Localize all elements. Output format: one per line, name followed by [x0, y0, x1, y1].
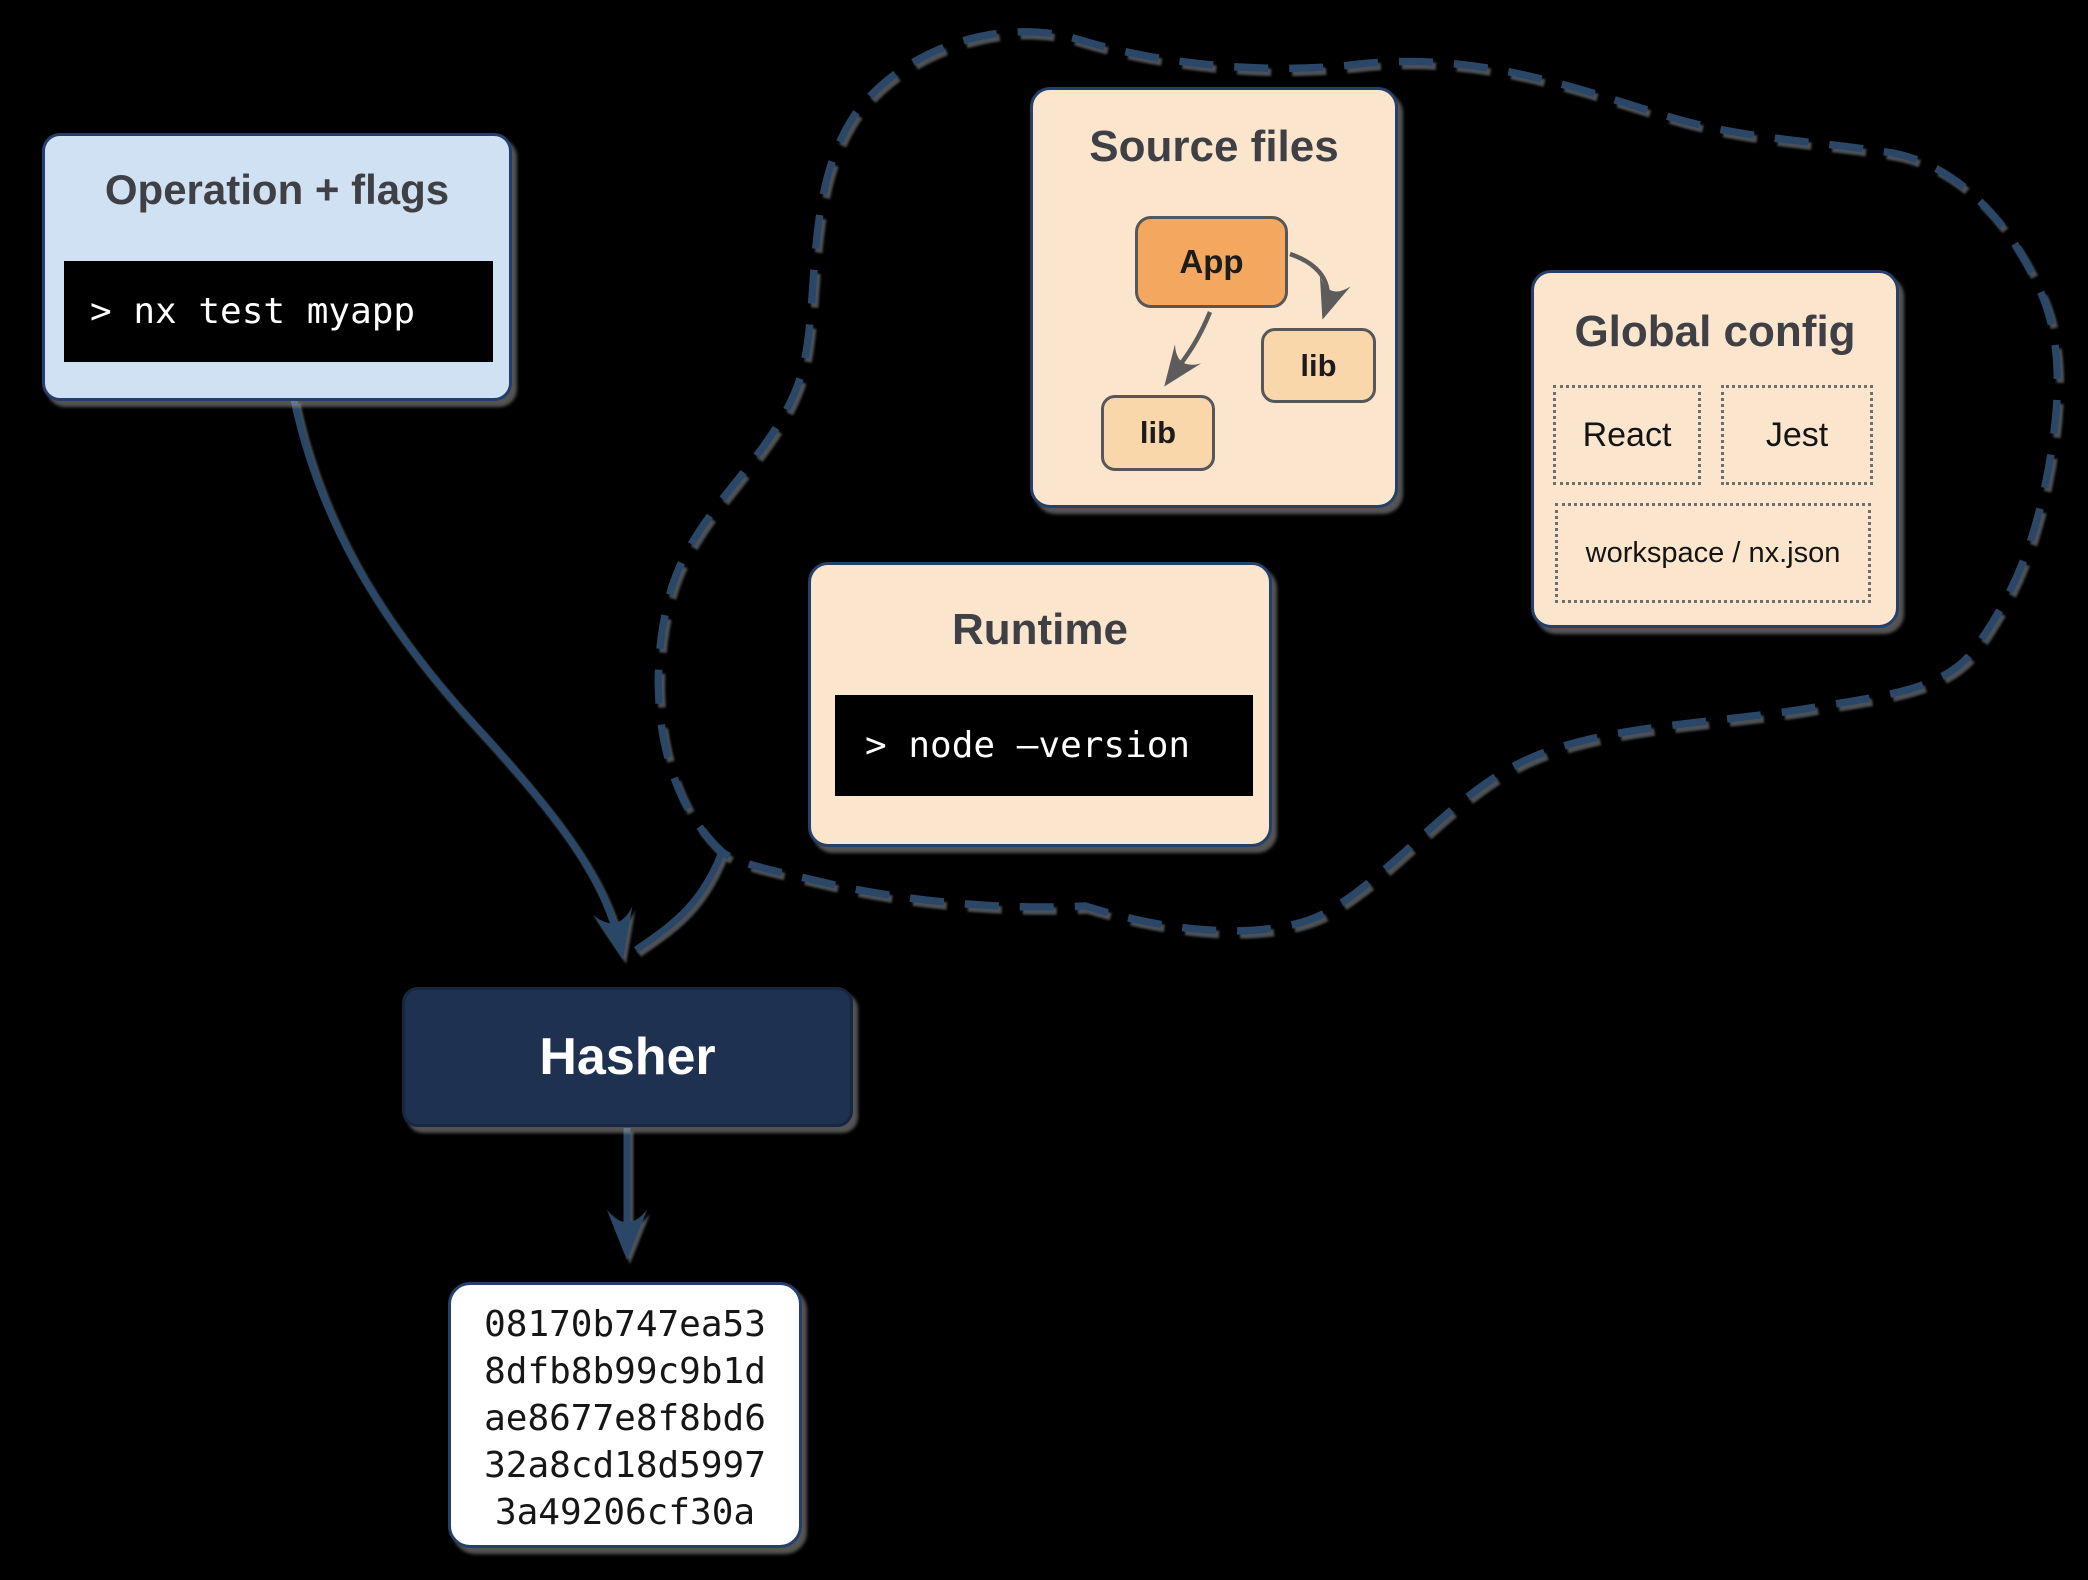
config-item-label: Jest	[1765, 415, 1829, 454]
hasher-box: Hasher	[402, 987, 853, 1127]
hash-line: 3a49206cf30a	[494, 1492, 756, 1533]
source-files-box: Source files App lib lib	[1030, 87, 1398, 508]
runtime-title: Runtime	[952, 605, 1128, 654]
source-files-title: Source files	[1089, 122, 1339, 171]
operation-command: > nx test myapp	[90, 291, 416, 332]
project-node-label: App	[1179, 243, 1244, 280]
project-node-label: lib	[1300, 347, 1337, 383]
curve-cloud-to-hasher	[633, 850, 726, 953]
project-node-app: App	[1135, 216, 1288, 308]
config-item-react: React	[1553, 385, 1701, 485]
runtime-box: Runtime > node –version	[808, 562, 1272, 847]
config-item-jest: Jest	[1721, 385, 1873, 485]
hash-line: 8dfb8b99c9b1d	[484, 1351, 766, 1392]
hasher-label: Hasher	[539, 1028, 716, 1086]
operation-flags-box: Operation + flags > nx test myapp	[42, 133, 512, 401]
arrow-app-to-lib-bottom	[1164, 311, 1213, 387]
hash-line: ae8677e8f8bd6	[484, 1398, 766, 1439]
global-config-title: Global config	[1574, 307, 1856, 356]
inputs-cloud-outline	[654, 28, 2062, 935]
dependency-arrows	[1164, 251, 1351, 387]
project-node-lib-right: lib	[1261, 328, 1376, 403]
global-config-box: Global config React Jest workspace / nx.…	[1531, 270, 1899, 628]
runtime-terminal: > node –version	[835, 695, 1253, 796]
hash-output-box: 08170b747ea53 8dfb8b99c9b1d ae8677e8f8bd…	[448, 1282, 802, 1548]
config-item-label: React	[1582, 415, 1672, 454]
arrow-app-to-lib-right	[1289, 251, 1351, 320]
project-node-label: lib	[1139, 415, 1177, 450]
operation-terminal: > nx test myapp	[64, 261, 493, 362]
operation-flags-title: Operation + flags	[104, 166, 450, 213]
project-node-lib-bottom: lib	[1101, 395, 1215, 471]
hash-line: 08170b747ea53	[484, 1304, 766, 1345]
config-item-workspace-nxjson: workspace / nx.json	[1555, 503, 1871, 603]
runtime-command: > node –version	[865, 725, 1191, 766]
hash-line: 32a8cd18d5997	[484, 1445, 766, 1486]
config-item-label: workspace / nx.json	[1585, 536, 1841, 569]
curve-operation-to-hasher	[290, 399, 633, 960]
